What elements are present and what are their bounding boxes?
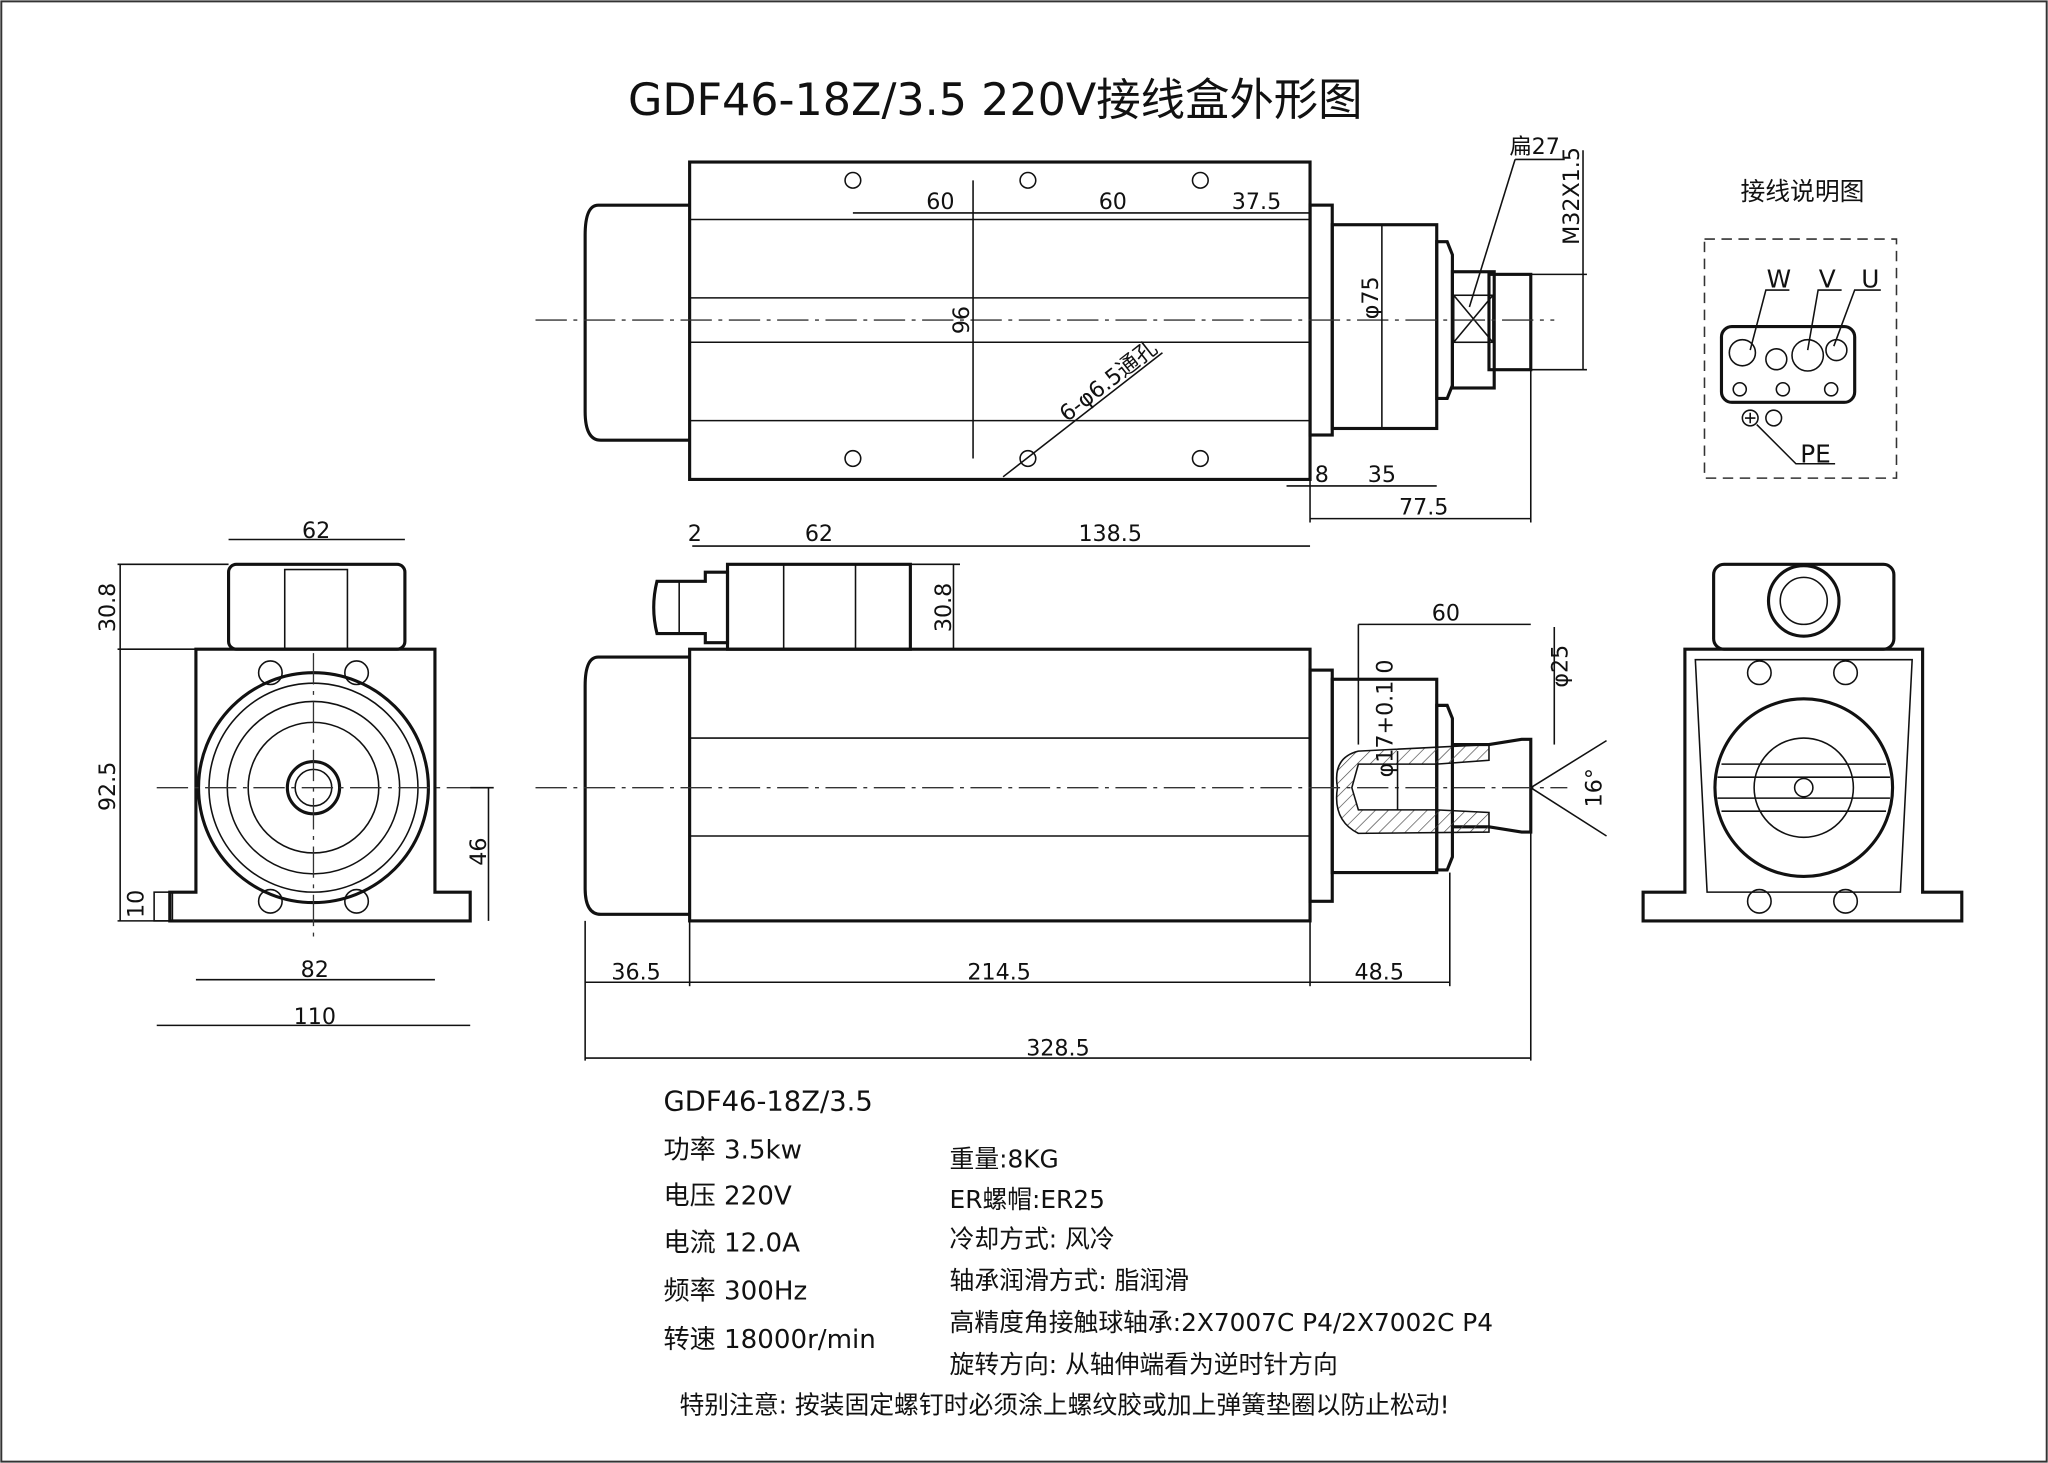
dim-label: φ75 [1358, 276, 1384, 319]
dim-label: 60 [1099, 189, 1127, 215]
wiring-label-u: U [1861, 264, 1879, 293]
spec-left-line: 电流 12.0A [664, 1228, 801, 1258]
spec-right-line: 冷却方式: 风冷 [950, 1224, 1115, 1253]
drawing-title: GDF46-18Z/3.5 220V接线盒外形图 [628, 75, 1363, 126]
dim-label: 35 [1368, 462, 1396, 488]
wiring-title: 接线说明图 [1740, 177, 1864, 206]
dim-label: 60 [1432, 600, 1460, 626]
spec-right-line: ER螺帽:ER25 [950, 1185, 1105, 1214]
spec-right-line: 旋转方向: 从轴伸端看为逆时针方向 [950, 1350, 1338, 1379]
spec-note: 特别注意: 按装固定螺钉时必须涂上螺纹胶或加上弹簧垫圈以防止松动! [679, 1390, 1449, 1419]
dim-label: 48.5 [1355, 960, 1404, 986]
dim-label: φ17+0.1 0 [1372, 659, 1398, 777]
dim-label: 82 [301, 957, 329, 983]
dim-label: 2 [688, 521, 702, 547]
left-end-view: 62 30.8 92.5 46 10 82 110 [95, 518, 494, 1030]
dim-label: 328.5 [1026, 1035, 1090, 1061]
dim-label: 37.5 [1232, 189, 1281, 215]
wiring-label-v: V [1819, 264, 1836, 293]
dim-label: 62 [302, 518, 330, 544]
dim-label: 110 [294, 1004, 336, 1030]
spec-left-line: 频率 300Hz [664, 1277, 808, 1307]
dim-label: 10 [124, 890, 150, 918]
spec-model: GDF46-18Z/3.5 [664, 1086, 873, 1117]
dim-label: 77.5 [1399, 495, 1448, 521]
dim-label: 46 [466, 838, 492, 866]
dim-label: φ25 [1547, 645, 1573, 688]
mount-holes [844, 171, 1209, 468]
dim-label: 30.8 [931, 583, 957, 632]
top-view: 60 60 37.5 96 φ75 M32X1.5 扁27 6-φ6.5通孔 8… [535, 134, 1587, 523]
dim-label: 60 [926, 189, 954, 215]
dim-label: 214.5 [967, 960, 1031, 986]
dim-label: 62 [805, 521, 833, 547]
dim-label: 138.5 [1078, 521, 1142, 547]
wiring-diagram: 接线说明图 W V U PE [1703, 177, 1898, 479]
spec-left-line: 功率 3.5kw [664, 1136, 803, 1166]
dim-label: 扁27 [1509, 134, 1559, 160]
dim-label: M32X1.5 [1559, 147, 1585, 245]
dim-label: 92.5 [95, 762, 121, 811]
wiring-label-w: W [1767, 264, 1792, 293]
spec-right-line: 高精度角接触球轴承:2X7007C P4/2X7002C P4 [950, 1308, 1493, 1337]
dim-label: 30.8 [95, 583, 121, 632]
right-end-view [1641, 562, 1964, 923]
spec-left-line: 电压 220V [664, 1181, 792, 1211]
dim-label: 8 [1315, 462, 1329, 488]
spec-right-line: 重量:8KG [950, 1145, 1059, 1174]
wiring-label-pe: PE [1800, 439, 1831, 468]
dim-label: 16° [1581, 768, 1607, 807]
dim-label: 36.5 [611, 960, 660, 986]
front-view: 2 62 138.5 30.8 60 φ25 φ17+0.1 0 16° 36.… [535, 521, 1607, 1061]
spec-right-line: 轴承润滑方式: 脂润滑 [950, 1266, 1189, 1295]
spec-left-line: 转速 18000r/min [664, 1325, 876, 1355]
dim-label: 96 [949, 306, 975, 334]
spec-block: GDF46-18Z/3.5 功率 3.5kw 电压 220V 电流 12.0A … [664, 1086, 1494, 1419]
